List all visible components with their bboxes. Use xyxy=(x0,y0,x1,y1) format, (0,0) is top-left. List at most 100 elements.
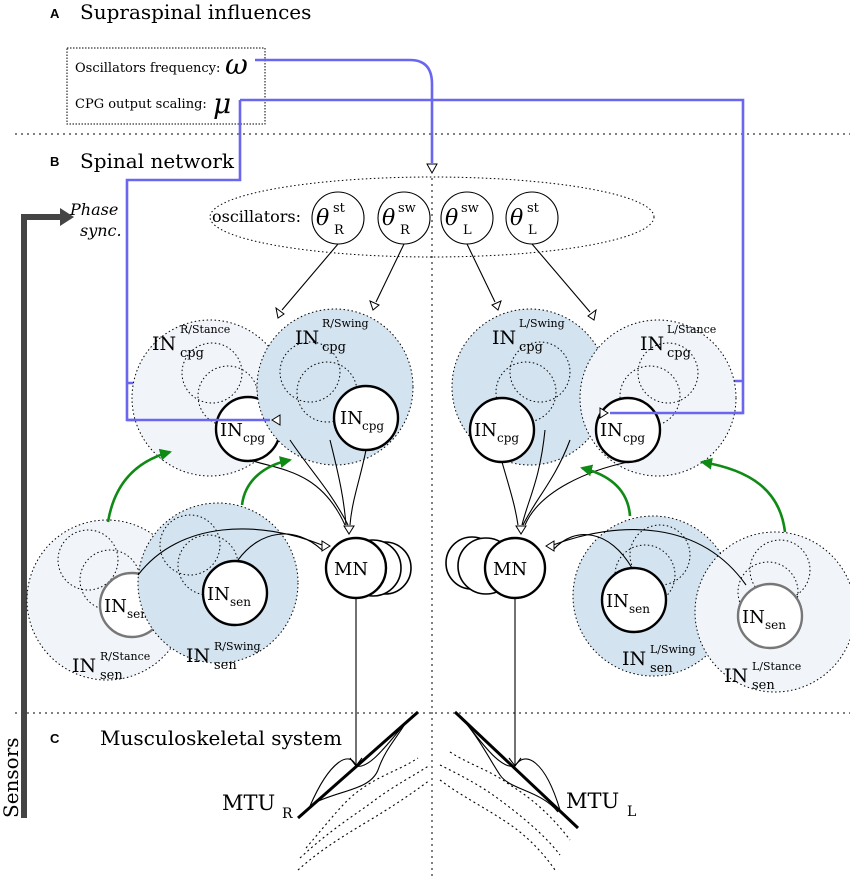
mtu-left-drawing xyxy=(439,710,580,871)
in-cpg-l-stance: IN xyxy=(600,420,623,441)
svg-text:st: st xyxy=(333,201,346,216)
svg-text:sw: sw xyxy=(461,201,479,216)
group-l-stance-cpg: IN cpg IN cpg L/Stance xyxy=(579,319,737,477)
phase-sync-line1: Phase xyxy=(69,200,118,219)
svg-text:R/Swing: R/Swing xyxy=(214,640,261,653)
svg-text:L: L xyxy=(627,804,636,820)
svg-text:R: R xyxy=(334,223,345,238)
svg-text:θ: θ xyxy=(382,206,395,231)
in-sen-l-swing: IN xyxy=(606,591,629,612)
frequency-label: Oscillators frequency: xyxy=(75,61,220,76)
svg-text:MN: MN xyxy=(493,559,527,580)
svg-text:θ: θ xyxy=(445,206,458,231)
svg-text:cpg: cpg xyxy=(243,431,265,445)
oscillator-theta-st-l: θ st L xyxy=(505,191,559,245)
osc-tri-sw-r xyxy=(369,300,380,311)
svg-text:sen: sen xyxy=(765,618,786,632)
svg-text:MTU: MTU xyxy=(222,791,275,815)
mtu-right-label: MTU R xyxy=(222,791,293,822)
svg-text:cpg: cpg xyxy=(322,340,346,355)
svg-text:sen: sen xyxy=(230,595,251,609)
group-l-stance-sen: IN sen IN sen L/Stance xyxy=(694,531,850,693)
osc-line-sw-l xyxy=(466,243,496,303)
in-sen-r-stance: IN xyxy=(104,596,127,617)
mtu-right-drawing xyxy=(297,710,431,871)
cpg-mn-line-2 xyxy=(289,439,349,526)
osc-line-st-r xyxy=(281,243,339,311)
group-r-stance-cpg: IN cpg IN cpg R/Stance xyxy=(131,319,289,477)
svg-text:cpg: cpg xyxy=(623,431,645,445)
cpg-mn-line-1 xyxy=(249,459,346,526)
section-c-letter: C xyxy=(50,731,60,746)
svg-text:L: L xyxy=(463,223,472,238)
oscillator-theta-sw-l: θ sw L xyxy=(440,191,494,245)
svg-text:L/Swing: L/Swing xyxy=(650,643,696,656)
motor-neuron-left: MN xyxy=(445,536,547,600)
feedback-arrow-r-stance xyxy=(106,448,172,523)
feedback-arrow-l-swing xyxy=(580,464,632,517)
sensors-label: Sensors xyxy=(0,737,23,818)
group-r-swing-sen: IN sen IN sen R/Swing xyxy=(137,502,299,673)
supraspinal-box xyxy=(66,47,266,125)
group-l-swing-cpg: IN cpg IN cpg L/Swing xyxy=(451,308,609,466)
phase-sync-arrowhead xyxy=(60,208,74,226)
section-a-title: Supraspinal influences xyxy=(80,0,311,24)
feedback-arrow-r-swing xyxy=(240,456,292,506)
svg-text:sen: sen xyxy=(752,678,775,693)
svg-text:cpg: cpg xyxy=(519,340,543,355)
svg-text:cpg: cpg xyxy=(180,346,204,361)
section-b-letter: B xyxy=(50,154,59,169)
cpg-mn-line-6 xyxy=(521,429,546,526)
svg-text:L/Stance: L/Stance xyxy=(752,660,801,673)
svg-text:cpg: cpg xyxy=(362,419,384,433)
group-l-swing-sen: IN sen IN sen L/Swing xyxy=(572,515,734,677)
svg-text:sen: sen xyxy=(214,658,237,673)
feedback-arrow-l-stance xyxy=(700,457,787,533)
svg-text:R: R xyxy=(400,223,411,238)
svg-text:st: st xyxy=(527,201,540,216)
in-sen-l-stance: IN xyxy=(742,607,765,628)
svg-text:L/Stance: L/Stance xyxy=(667,323,716,336)
in-cpg-l-swing: IN xyxy=(474,420,497,441)
svg-text:MN: MN xyxy=(334,559,368,580)
svg-text:θ: θ xyxy=(510,206,523,231)
svg-text:L: L xyxy=(528,223,537,238)
frequency-line xyxy=(255,58,434,163)
svg-text:R/Stance: R/Stance xyxy=(100,650,150,663)
label-l-swing-cpg: IN xyxy=(492,327,516,349)
sen-mn-line-r1 xyxy=(137,528,323,576)
osc-line-sw-r xyxy=(375,243,405,303)
group-r-swing-cpg: IN cpg IN cpg R/Swing xyxy=(256,308,414,466)
in-sen-r-swing: IN xyxy=(207,584,230,605)
oscillator-theta-sw-r: θ sw R xyxy=(377,191,431,245)
label-r-stance-sen: IN xyxy=(72,655,96,677)
scaling-label: CPG output scaling: xyxy=(75,97,207,112)
section-c-title: Musculoskeletal system xyxy=(100,726,342,750)
svg-text:sen: sen xyxy=(100,668,123,683)
mtu-left-label: MTU L xyxy=(566,789,636,820)
label-l-stance-cpg: IN xyxy=(640,333,664,355)
cpg-mn-line-3 xyxy=(349,449,367,526)
omega-symbol: ω xyxy=(225,48,248,81)
label-l-stance-sen: IN xyxy=(724,665,748,687)
section-b-title: Spinal network xyxy=(80,149,235,173)
osc-tri-st-r xyxy=(275,306,285,319)
cpg-mn-line-5 xyxy=(501,461,519,526)
svg-text:cpg: cpg xyxy=(667,346,691,361)
in-cpg-r-stance: IN xyxy=(220,420,243,441)
in-cpg-r-swing: IN xyxy=(340,408,363,429)
svg-text:sen: sen xyxy=(650,661,673,676)
oscillators-label: oscillators: xyxy=(212,207,301,226)
frequency-input-triangle xyxy=(426,163,438,175)
svg-text:R: R xyxy=(282,806,293,822)
sen-mn-line-l1 xyxy=(552,528,747,586)
svg-text:sw: sw xyxy=(398,201,416,216)
motor-neuron-right: MN xyxy=(324,536,412,600)
cpg-mn-line-4 xyxy=(329,439,347,526)
sen-mn-line-r2 xyxy=(237,533,323,561)
oscillator-theta-st-r: θ st R xyxy=(311,191,365,245)
phase-sync-line2: sync. xyxy=(80,221,122,240)
cpg-mn-line-8 xyxy=(522,439,571,526)
svg-text:cpg: cpg xyxy=(497,431,519,445)
